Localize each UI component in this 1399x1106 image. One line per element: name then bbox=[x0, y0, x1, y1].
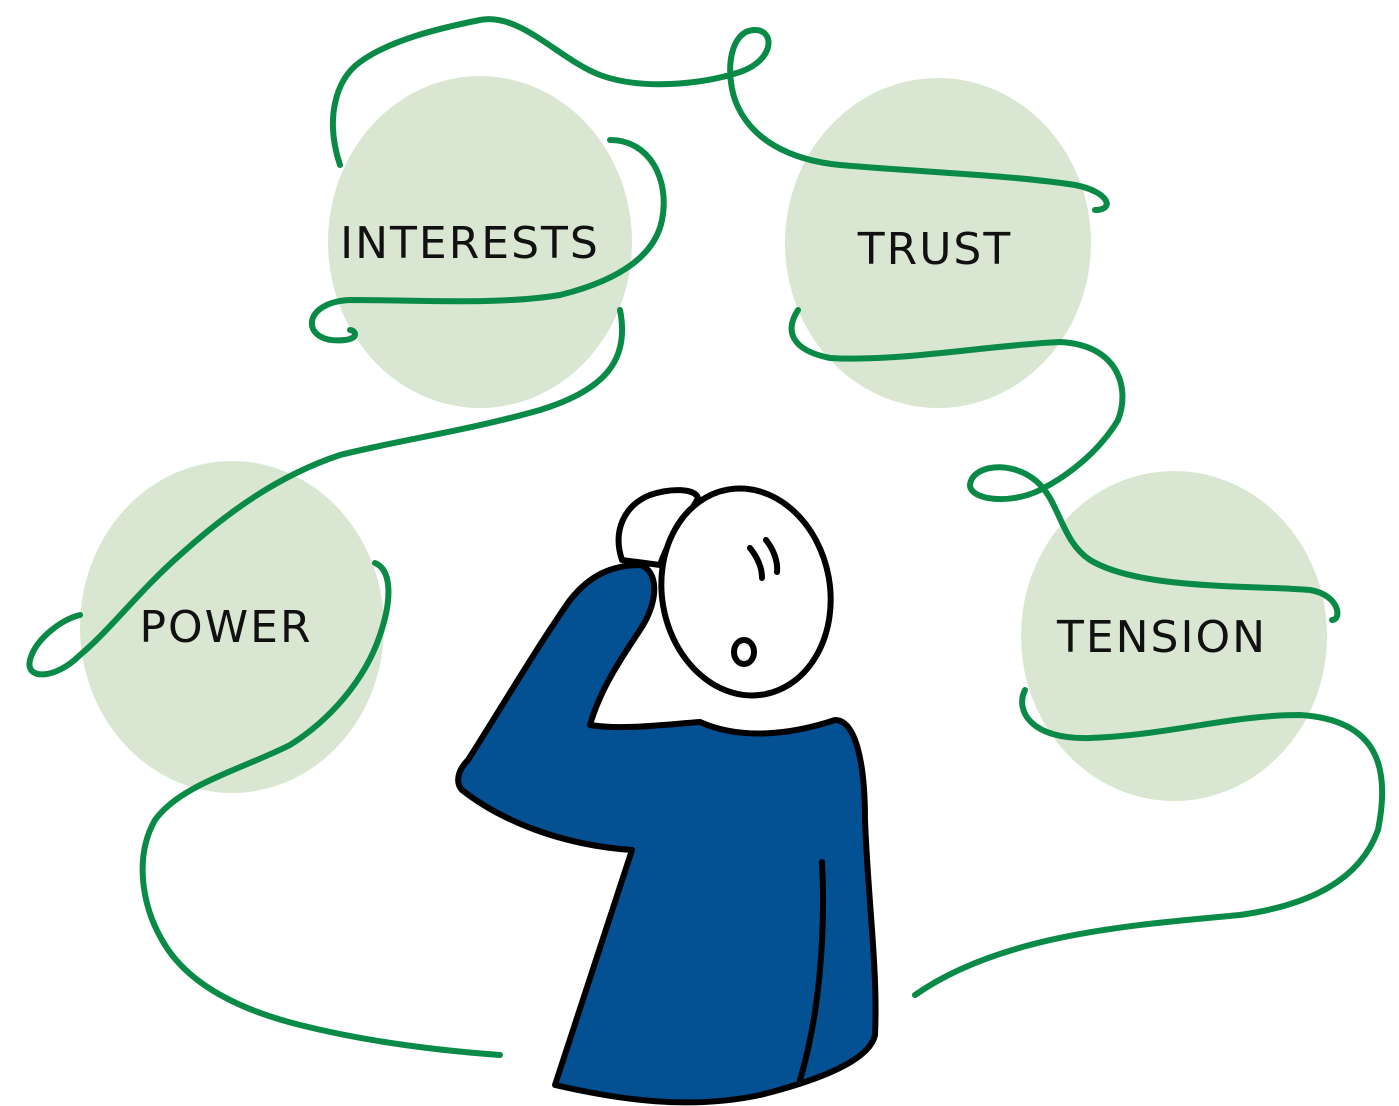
person-eye-right bbox=[763, 537, 781, 575]
concept-bubbles bbox=[80, 76, 1327, 801]
interests-label: INTERESTS bbox=[340, 218, 600, 269]
connecting-thread bbox=[26, 16, 1386, 1058]
trust-bubble bbox=[785, 78, 1091, 408]
power-label: POWER bbox=[139, 602, 312, 653]
concept-labels: INTERESTS TRUST POWER TENSION bbox=[139, 218, 1267, 663]
trust-label: TRUST bbox=[857, 224, 1012, 275]
person-eye-left bbox=[747, 545, 765, 581]
arm-crease bbox=[797, 859, 826, 1083]
person-mouth bbox=[731, 637, 757, 667]
puzzled-person bbox=[455, 485, 879, 1106]
power-bubble bbox=[80, 461, 384, 793]
person-torso bbox=[455, 562, 879, 1106]
person-head bbox=[658, 485, 834, 699]
tension-label: TENSION bbox=[1056, 612, 1267, 663]
interests-bubble bbox=[328, 76, 632, 408]
